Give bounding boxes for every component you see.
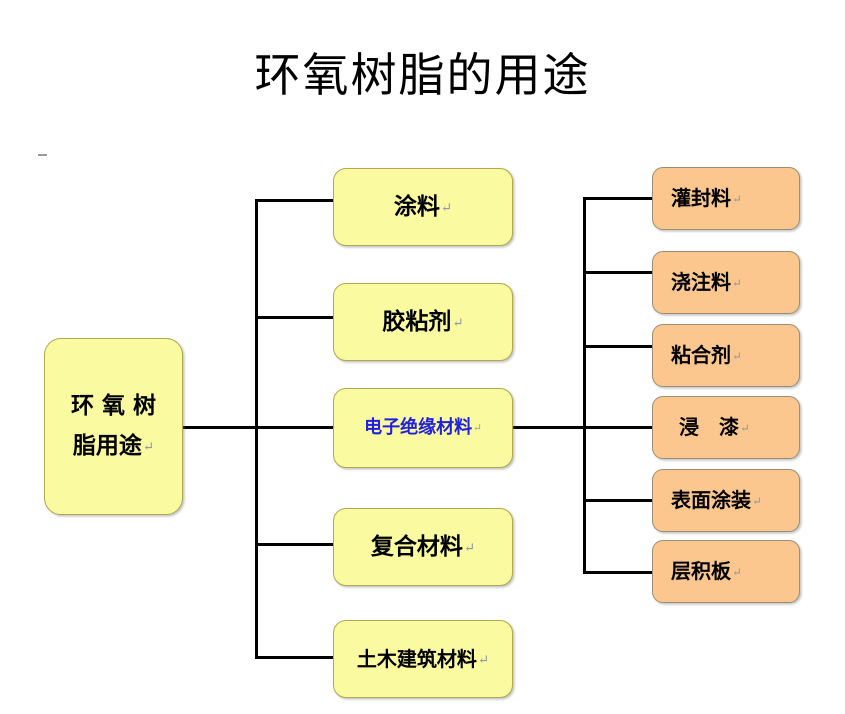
node-sub-jiaozhuliao[interactable]: 浇注料↵ bbox=[652, 251, 800, 314]
node-branch-tumujianzhucailiao[interactable]: 土木建筑材料↵ bbox=[333, 620, 513, 698]
return-mark: ↵ bbox=[740, 421, 750, 436]
node-sub-zhanheji[interactable]: 粘合剂↵ bbox=[652, 324, 800, 387]
connector-stub-jinqi bbox=[583, 426, 654, 429]
connector-stub-biaomiantuzhuang bbox=[583, 499, 654, 502]
connector-stub-jiaozhuliao bbox=[583, 271, 654, 274]
node-sub-zhanheji-label: 粘合剂↵ bbox=[653, 343, 799, 368]
return-mark: ↵ bbox=[732, 565, 742, 580]
return-mark: ↵ bbox=[732, 192, 742, 207]
return-mark: ↵ bbox=[473, 422, 482, 435]
node-label-text: 层积板 bbox=[671, 559, 731, 583]
node-sub-jinqi-label: 浸 漆↵ bbox=[653, 415, 799, 440]
node-branch-jiaozhanji[interactable]: 胶粘剂↵ bbox=[333, 283, 513, 361]
node-branch-tuliao-label: 涂料↵ bbox=[334, 193, 512, 222]
node-label-text: 浸 漆 bbox=[679, 415, 739, 439]
node-sub-biaomiantuzhuang-label: 表面涂装↵ bbox=[653, 488, 799, 513]
return-mark: ↵ bbox=[732, 349, 742, 364]
node-sub-biaomiantuzhuang[interactable]: 表面涂装↵ bbox=[652, 469, 800, 532]
stray-dash-artifact bbox=[38, 154, 47, 156]
node-branch-fuhecailiao[interactable]: 复合材料↵ bbox=[333, 508, 513, 586]
node-label-text: 浇注料 bbox=[671, 270, 731, 294]
node-root-label-line1: 环 氧 树 bbox=[70, 391, 156, 419]
node-branch-jiaozhanji-label: 胶粘剂↵ bbox=[334, 308, 512, 337]
node-label-text: 复合材料 bbox=[370, 532, 463, 560]
return-mark: ↵ bbox=[142, 439, 155, 455]
node-branch-fuhecailiao-label: 复合材料↵ bbox=[334, 533, 512, 562]
return-mark: ↵ bbox=[440, 200, 453, 216]
node-root[interactable]: 环 氧 树脂用途↵ bbox=[44, 338, 183, 515]
node-label-text: 表面涂装 bbox=[671, 488, 751, 512]
page-title: 环氧树脂的用途 bbox=[254, 48, 591, 102]
connector-stub-tumujianzhu bbox=[255, 656, 335, 659]
node-sub-guanfengliao[interactable]: 灌封料↵ bbox=[652, 167, 800, 230]
connector-root-stub bbox=[183, 426, 258, 429]
connector-left-trunk bbox=[255, 199, 258, 659]
node-sub-jiaozhuliao-label: 浇注料↵ bbox=[653, 270, 799, 295]
connector-stub-guanfengliao bbox=[583, 197, 654, 200]
connector-stub-zhanheji bbox=[583, 345, 654, 348]
node-sub-guanfengliao-label: 灌封料↵ bbox=[653, 186, 799, 211]
node-label-text: 胶粘剂 bbox=[382, 307, 452, 335]
connector-stub-fuhecailiao bbox=[255, 543, 335, 546]
node-branch-dianzijueyuancailiao[interactable]: 电子绝缘材料↵ bbox=[333, 388, 513, 468]
return-mark: ↵ bbox=[477, 652, 490, 668]
connector-stub-tuliao bbox=[255, 199, 335, 202]
node-branch-tuliao[interactable]: 涂料↵ bbox=[333, 168, 513, 246]
node-root-label-line2: 脂用途 bbox=[72, 431, 142, 459]
node-branch-tumujianzhucailiao-label: 土木建筑材料↵ bbox=[334, 645, 512, 674]
connector-right-trunk bbox=[583, 197, 586, 573]
return-mark: ↵ bbox=[463, 540, 476, 556]
return-mark: ↵ bbox=[732, 276, 742, 291]
connector-mid-to-right-trunk bbox=[513, 426, 586, 429]
node-sub-cengjiban-label: 层积板↵ bbox=[653, 559, 799, 584]
node-label-text: 土木建筑材料 bbox=[356, 646, 477, 671]
node-label-text: 涂料 bbox=[393, 192, 440, 220]
connector-stub-jiaozhanji bbox=[255, 316, 335, 319]
return-mark: ↵ bbox=[452, 315, 464, 331]
node-label-text: 电子绝缘材料 bbox=[364, 416, 473, 438]
node-root-label: 环 氧 树脂用途↵ bbox=[45, 386, 182, 468]
return-mark: ↵ bbox=[752, 494, 762, 509]
connector-stub-cengjiban bbox=[583, 571, 654, 574]
node-sub-jinqi[interactable]: 浸 漆↵ bbox=[652, 396, 800, 459]
node-label-text: 粘合剂 bbox=[671, 343, 731, 367]
connector-stub-dianzijueyuan bbox=[255, 426, 335, 429]
node-label-text: 灌封料 bbox=[671, 186, 731, 210]
node-branch-dianzijueyuancailiao-label: 电子绝缘材料↵ bbox=[334, 417, 512, 440]
node-sub-cengjiban[interactable]: 层积板↵ bbox=[652, 540, 800, 603]
